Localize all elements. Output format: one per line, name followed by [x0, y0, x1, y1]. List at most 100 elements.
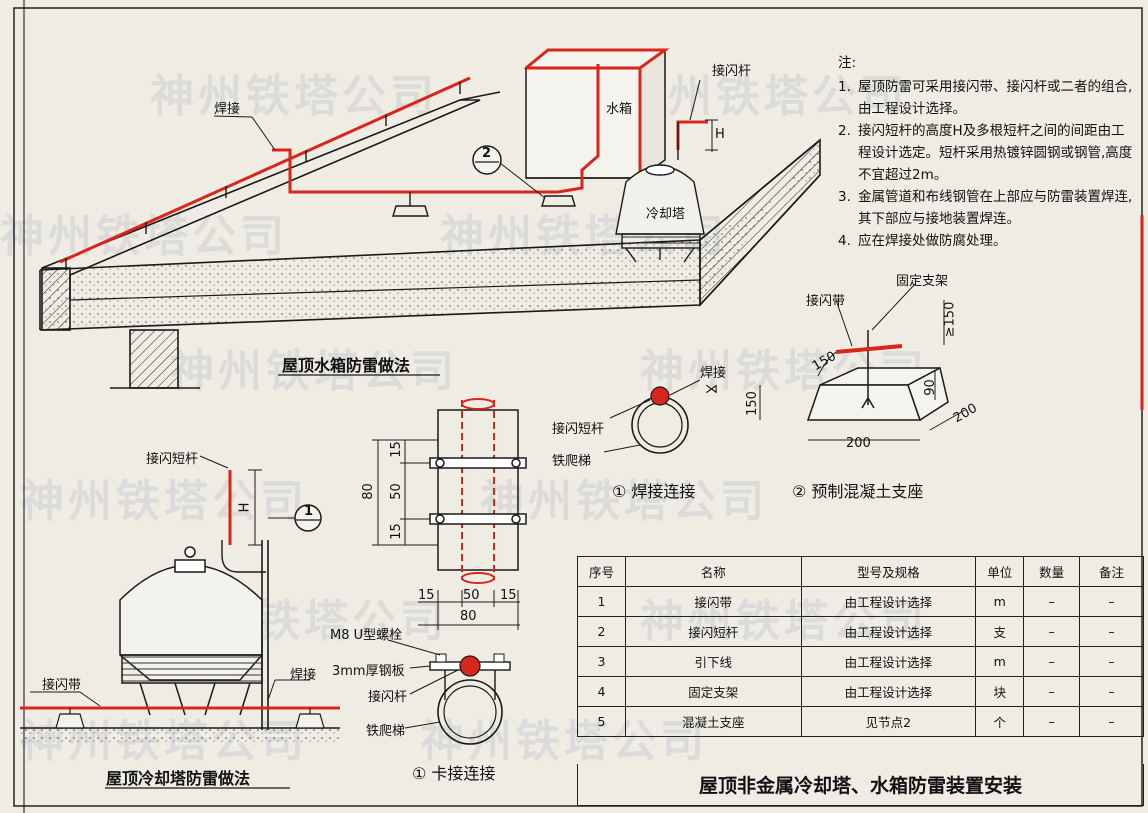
table-cell: 支 — [975, 616, 1025, 647]
rod-and-h-dim — [676, 79, 718, 160]
table-cell: 块 — [975, 676, 1025, 707]
table-row: 4 固定支架 由工程设计选择 块 – – — [577, 676, 1144, 707]
label-weld-top: 焊接 — [214, 102, 241, 117]
left-roof-line — [20, 679, 340, 742]
callout-1-marker — [294, 504, 322, 532]
label-air-rod2: 接闪杆 — [368, 690, 408, 705]
table-cell: 5 — [577, 706, 626, 737]
table-cell: m — [975, 586, 1025, 617]
caption-clamp-connection: ① 卡接连接 — [412, 764, 496, 783]
clamp-dims — [372, 439, 520, 630]
label-air-terminal-rod: 接闪杆 — [712, 64, 752, 79]
label-steel-plate: 3mm厚钢板 — [332, 664, 405, 679]
note-text: 屋顶防雷可采用接闪带、接闪杆或二者的组合,由工程设计选择。 — [858, 79, 1133, 117]
label-callout-1: 1 — [304, 504, 314, 519]
tower-rod-and-pipe — [199, 455, 295, 730]
table-row: 5 混凝土支座 见节点2 个 – – — [577, 706, 1144, 737]
table-cell: 4 — [577, 676, 626, 707]
table-header-row: 序号 名称 型号及规格 单位 数量 备注 — [577, 556, 1144, 587]
note-number: 3. — [838, 189, 851, 205]
note-item: 1.屋顶防雷可采用接闪带、接闪杆或二者的组合,由工程设计选择。 — [838, 76, 1138, 120]
weld-leader-tail — [213, 115, 253, 118]
label-dim-200-width: 200 — [846, 436, 871, 451]
note-item: 2.接闪短杆的高度H及多根短杆之间的间距由工程设计选定。短杆采用热镀锌圆钢或钢管… — [838, 120, 1138, 186]
table-header: 单位 — [975, 556, 1025, 587]
table-cell: – — [1023, 676, 1081, 707]
roof-slab — [39, 91, 821, 389]
caption-roof-tank: 屋顶水箱防雷做法 — [282, 356, 411, 375]
concrete-base-detail — [806, 330, 949, 422]
label-lightning-belt: 接闪带 — [806, 294, 846, 309]
label-dim-50b: 50 — [463, 588, 480, 603]
clamp-elevation — [429, 398, 527, 584]
notes-list: 1.屋顶防雷可采用接闪带、接闪杆或二者的组合,由工程设计选择。 2.接闪短杆的高… — [838, 76, 1138, 252]
label-water-tank: 水箱 — [606, 102, 633, 117]
label-dim-15c: 15 — [418, 588, 435, 603]
table-cell: m — [975, 646, 1025, 677]
note-text: 金属管道和布线钢管在上部应与防雷装置焊连,其下部应与接地装置焊连。 — [858, 189, 1133, 227]
callout-2-marker — [472, 145, 546, 199]
table-row: 1 接闪带 由工程设计选择 m – – — [577, 586, 1144, 617]
label-lightning-belt-left: 接闪带 — [42, 678, 82, 693]
label-short-rod: 接闪短杆 — [552, 422, 605, 437]
table-cell: 由工程设计选择 — [800, 586, 977, 617]
concrete-base-a — [392, 205, 429, 217]
table-cell: – — [1023, 706, 1081, 737]
table-cell: – — [1079, 646, 1144, 677]
note-item: 3. 金属管道和布线钢管在上部应与防雷装置焊连,其下部应与接地装置焊连。 — [838, 186, 1138, 230]
label-callout-2: 2 — [482, 146, 492, 161]
label-weld-detail: 焊接 — [700, 366, 727, 381]
tank-lightning-belt — [525, 48, 670, 194]
label-cooling-tower: 冷却塔 — [646, 207, 686, 222]
label-dim-ge150: ≥150 — [942, 301, 958, 338]
label-h-left: H — [237, 502, 253, 513]
label-dim-50a: 50 — [388, 483, 404, 500]
label-u-bolt: M8 U型螺栓 — [330, 628, 403, 643]
table-cell: 混凝土支座 — [624, 706, 802, 737]
label-short-rod-left: 接闪短杆 — [146, 452, 199, 467]
label-dim-15b: 15 — [388, 523, 404, 540]
table-cell: 1 — [577, 586, 626, 617]
caption-weld-connection: ① 焊接连接 — [612, 482, 696, 501]
base-dims — [759, 283, 966, 441]
table-cell: 接闪短杆 — [624, 616, 802, 647]
label-weld-symbol: ⋊ — [705, 382, 718, 397]
parts-table: 序号 名称 型号及规格 单位 数量 备注 1 接闪带 由工程设计选择 m – –… — [577, 556, 1144, 737]
table-header: 名称 — [624, 556, 802, 587]
clamp-section — [387, 639, 511, 745]
label-dim-150-height: 150 — [744, 391, 760, 416]
table-cell: 固定支架 — [624, 676, 802, 707]
note-item: 4.应在焊接处做防腐处理。 — [838, 230, 1138, 252]
notes-heading: 注: — [838, 55, 857, 71]
table-cell: – — [1023, 616, 1081, 647]
table-header: 备注 — [1079, 556, 1144, 587]
note-text: 应在焊接处做防腐处理。 — [858, 233, 1007, 249]
water-tank — [523, 48, 668, 180]
label-iron-ladder: 铁爬梯 — [552, 454, 592, 469]
table-cell: – — [1079, 676, 1144, 707]
table-cell: 2 — [577, 616, 626, 647]
base-lightning-belt — [835, 344, 903, 354]
table-cell: 3 — [577, 646, 626, 677]
table-cell: – — [1023, 586, 1081, 617]
table-cell: 见节点2 — [800, 706, 977, 737]
concrete-base-b — [541, 195, 576, 207]
table-cell: – — [1079, 616, 1144, 647]
sheet-title: 屋顶非金属冷却塔、水箱防雷装置安装 — [577, 764, 1144, 806]
table-cell: 由工程设计选择 — [800, 616, 977, 647]
table-cell: – — [1023, 646, 1081, 677]
notes-block: 注: 1.屋顶防雷可采用接闪带、接闪杆或二者的组合,由工程设计选择。 2.接闪短… — [838, 52, 1138, 252]
table-header: 数量 — [1023, 556, 1081, 587]
table-header: 型号及规格 — [800, 556, 977, 587]
cooling-tower-elevation — [119, 546, 263, 716]
label-dim-90: 90 — [922, 379, 938, 396]
note-text: 接闪短杆的高度H及多根短杆之间的间距由工程设计选定。短杆采用热镀锌圆钢或钢管,高… — [858, 123, 1133, 183]
table-cell: – — [1079, 706, 1144, 737]
table-cell: 个 — [975, 706, 1025, 737]
caption-roof-tower: 屋顶冷却塔防雷做法 — [106, 769, 251, 788]
weld-detail-drawing — [603, 379, 701, 454]
table-header: 序号 — [577, 556, 626, 587]
table-cell: 由工程设计选择 — [800, 646, 977, 677]
